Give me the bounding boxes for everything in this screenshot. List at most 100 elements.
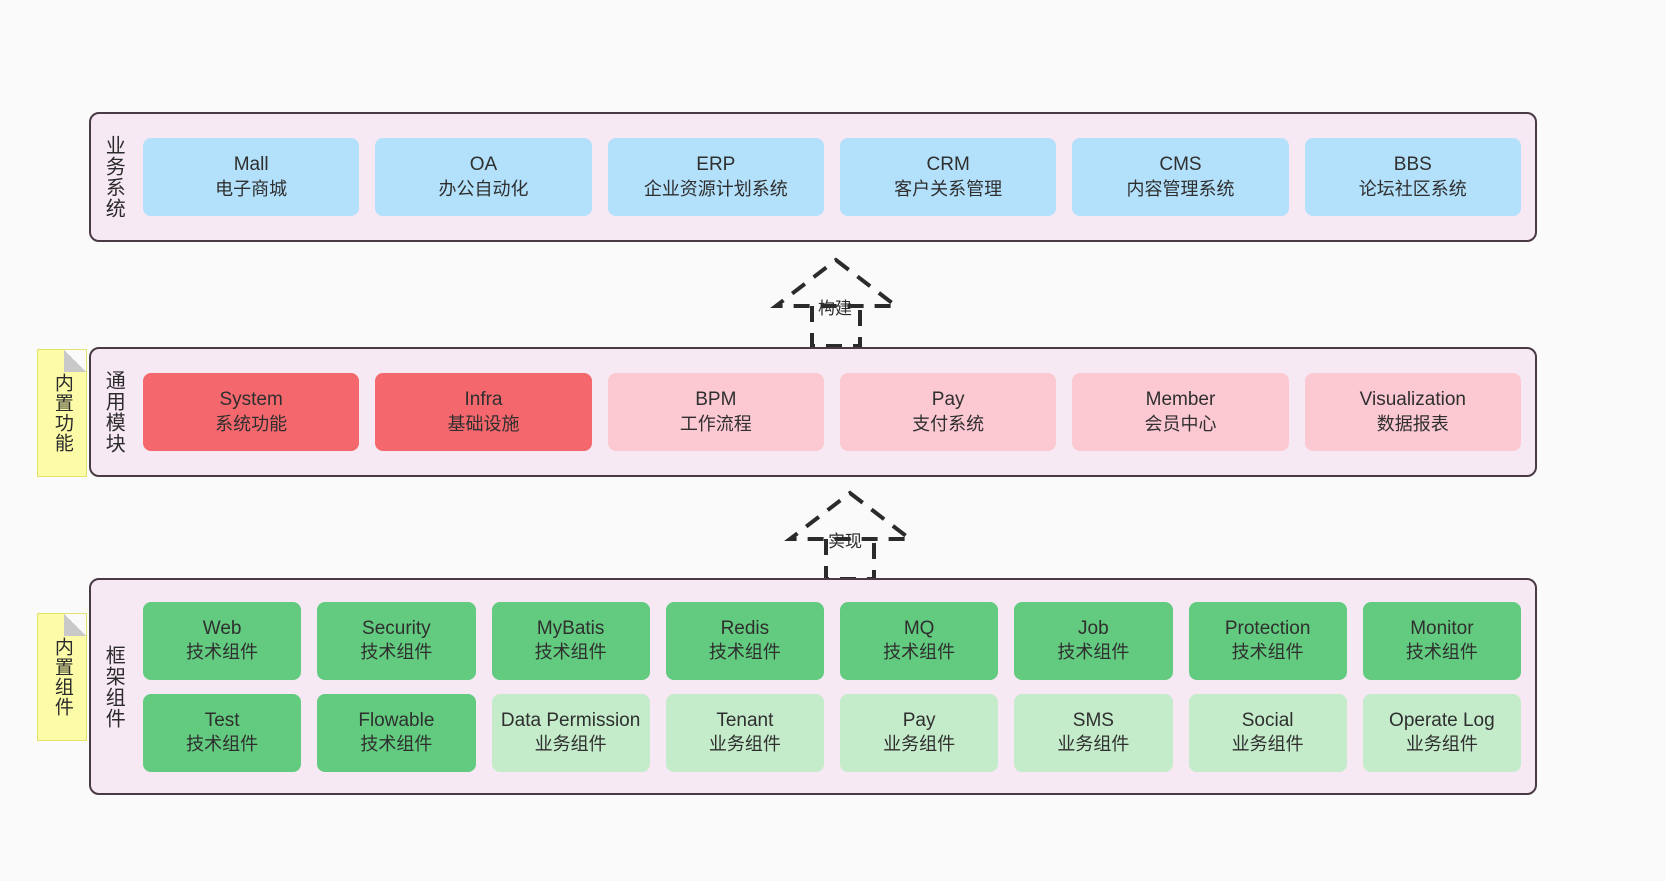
module-name: SMS bbox=[1072, 709, 1114, 731]
module-card-visualization[interactable]: Visualization 数据报表 bbox=[1304, 373, 1521, 451]
card-row: System 系统功能 Infra 基础设施 BPM 工作流程 Pay 支付系统… bbox=[143, 373, 1521, 451]
module-desc: 办公自动化 bbox=[438, 178, 529, 199]
module-card-tenant[interactable]: Tenant 业务组件 bbox=[665, 693, 824, 772]
module-card-redis[interactable]: Redis 技术组件 bbox=[665, 601, 824, 680]
module-name: Operate Log bbox=[1389, 709, 1495, 731]
module-desc: 技术组件 bbox=[1405, 642, 1478, 663]
module-desc: 技术组件 bbox=[708, 642, 781, 663]
module-name: BBS bbox=[1393, 154, 1432, 176]
module-desc: 数据报表 bbox=[1376, 413, 1449, 434]
module-desc: 电子商城 bbox=[215, 178, 288, 199]
module-desc: 技术组件 bbox=[360, 734, 433, 755]
module-card-operate-log[interactable]: Operate Log 业务组件 bbox=[1362, 693, 1521, 772]
module-card-test[interactable]: Test 技术组件 bbox=[143, 693, 302, 772]
module-desc: 支付系统 bbox=[912, 413, 985, 434]
module-desc: 业务组件 bbox=[534, 734, 607, 755]
sticky-note-builtin-function: 内置功能 bbox=[37, 349, 87, 477]
module-card-erp[interactable]: ERP 企业资源计划系统 bbox=[607, 138, 824, 216]
module-card-protection[interactable]: Protection 技术组件 bbox=[1188, 601, 1347, 680]
module-desc: 内容管理系统 bbox=[1126, 178, 1235, 199]
layer-business-system: 业务系统 Mall 电子商城 OA 办公自动化 ERP 企业资源计划系统 CRM… bbox=[89, 112, 1537, 242]
module-card-bbs[interactable]: BBS 论坛社区系统 bbox=[1304, 138, 1521, 216]
sticky-note-builtin-component: 内置组件 bbox=[37, 613, 87, 741]
module-name: OA bbox=[469, 154, 498, 176]
module-desc: 业务组件 bbox=[708, 734, 781, 755]
module-name: MQ bbox=[903, 617, 935, 639]
layer-common-module: 通用模块 System 系统功能 Infra 基础设施 BPM 工作流程 Pay… bbox=[89, 347, 1537, 477]
module-desc: 客户关系管理 bbox=[894, 178, 1003, 199]
module-desc: 技术组件 bbox=[883, 642, 956, 663]
generalization-triangle-icon bbox=[784, 490, 916, 541]
module-card-member[interactable]: Member 会员中心 bbox=[1072, 373, 1289, 451]
module-name: Test bbox=[204, 709, 240, 731]
module-desc: 技术组件 bbox=[1231, 642, 1304, 663]
layer-title-framework-component: 框架组件 bbox=[102, 644, 125, 729]
module-desc: 技术组件 bbox=[534, 642, 607, 663]
module-card-bpm[interactable]: BPM 工作流程 bbox=[607, 373, 824, 451]
module-name: Web bbox=[202, 617, 242, 639]
connector-build-label: 构建 bbox=[818, 299, 852, 318]
module-card-sms[interactable]: SMS 业务组件 bbox=[1014, 693, 1173, 772]
module-name: Flowable bbox=[358, 709, 435, 731]
module-name: Monitor bbox=[1410, 617, 1474, 639]
module-desc: 技术组件 bbox=[186, 734, 259, 755]
module-card-mall[interactable]: Mall 电子商城 bbox=[143, 138, 360, 216]
connector-realize-label: 实现 bbox=[828, 532, 862, 551]
generalization-triangle-icon bbox=[770, 257, 902, 308]
module-name: Member bbox=[1145, 389, 1216, 411]
module-desc: 企业资源计划系统 bbox=[643, 178, 788, 199]
module-card-mybatis[interactable]: MyBatis 技术组件 bbox=[491, 601, 650, 680]
module-card-security[interactable]: Security 技术组件 bbox=[317, 601, 476, 680]
module-card-cms[interactable]: CMS 内容管理系统 bbox=[1072, 138, 1289, 216]
module-name: Mall bbox=[233, 154, 269, 176]
layer-body-business-system: Mall 电子商城 OA 办公自动化 ERP 企业资源计划系统 CRM 客户关系… bbox=[135, 114, 1535, 240]
layer-body-common-module: System 系统功能 Infra 基础设施 BPM 工作流程 Pay 支付系统… bbox=[135, 349, 1535, 475]
module-desc: 工作流程 bbox=[679, 413, 752, 434]
module-card-pay-business[interactable]: Pay 业务组件 bbox=[840, 693, 999, 772]
layer-title-business-system: 业务系统 bbox=[102, 135, 125, 219]
module-card-pay[interactable]: Pay 支付系统 bbox=[839, 373, 1057, 451]
module-card-infra[interactable]: Infra 基础设施 bbox=[375, 373, 592, 451]
module-name: Visualization bbox=[1359, 389, 1466, 411]
module-card-social[interactable]: Social 业务组件 bbox=[1188, 693, 1347, 772]
module-card-web[interactable]: Web 技术组件 bbox=[143, 601, 302, 680]
module-name: BPM bbox=[695, 389, 737, 411]
module-card-flowable[interactable]: Flowable 技术组件 bbox=[317, 693, 476, 772]
module-card-monitor[interactable]: Monitor 技术组件 bbox=[1362, 601, 1521, 680]
module-name: System bbox=[219, 389, 283, 411]
connector-build: 构建 bbox=[756, 256, 916, 348]
module-desc: 业务组件 bbox=[883, 734, 956, 755]
module-desc: 业务组件 bbox=[1405, 734, 1478, 755]
module-name: Security bbox=[362, 617, 431, 639]
layer-title-common-module: 通用模块 bbox=[102, 370, 125, 454]
module-card-crm[interactable]: CRM 客户关系管理 bbox=[839, 138, 1057, 216]
module-desc: 技术组件 bbox=[360, 642, 433, 663]
module-name: Pay bbox=[931, 389, 965, 411]
module-name: Social bbox=[1241, 709, 1294, 731]
module-desc: 会员中心 bbox=[1144, 413, 1217, 434]
module-card-job[interactable]: Job 技术组件 bbox=[1014, 601, 1173, 680]
module-desc: 论坛社区系统 bbox=[1358, 178, 1467, 199]
module-card-data-permission[interactable]: Data Permission 业务组件 bbox=[491, 693, 650, 772]
module-card-system[interactable]: System 系统功能 bbox=[143, 373, 360, 451]
module-desc: 业务组件 bbox=[1057, 734, 1130, 755]
card-row-business: Test 技术组件 Flowable 技术组件 Data Permission … bbox=[143, 693, 1521, 772]
layer-framework-component: 框架组件 Web 技术组件 Security 技术组件 MyBatis 技术组件… bbox=[89, 578, 1537, 795]
module-desc: 技术组件 bbox=[1057, 642, 1130, 663]
module-name: Protection bbox=[1224, 617, 1311, 639]
module-name: Job bbox=[1078, 617, 1109, 639]
layer-body-framework-component: Web 技术组件 Security 技术组件 MyBatis 技术组件 Redi… bbox=[135, 580, 1535, 793]
module-name: ERP bbox=[696, 154, 736, 176]
module-name: CRM bbox=[926, 154, 970, 176]
module-name: MyBatis bbox=[536, 617, 605, 639]
card-row-technical: Web 技术组件 Security 技术组件 MyBatis 技术组件 Redi… bbox=[143, 601, 1521, 680]
module-name: Infra bbox=[464, 389, 503, 411]
module-desc: 业务组件 bbox=[1231, 734, 1304, 755]
module-name: Data Permission bbox=[500, 709, 641, 731]
module-card-oa[interactable]: OA 办公自动化 bbox=[375, 138, 592, 216]
module-name: CMS bbox=[1159, 154, 1202, 176]
module-desc: 系统功能 bbox=[215, 413, 288, 434]
module-name: Pay bbox=[902, 709, 936, 731]
module-card-mq[interactable]: MQ 技术组件 bbox=[840, 601, 999, 680]
